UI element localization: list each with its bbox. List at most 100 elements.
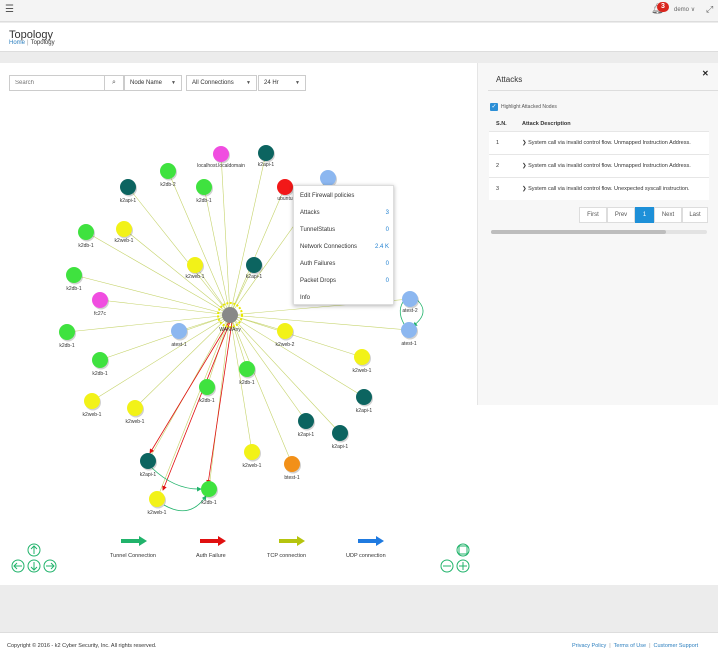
node-circle[interactable] <box>320 170 336 186</box>
topology-node[interactable]: k2db-1 <box>92 352 109 377</box>
node-circle[interactable] <box>332 425 348 441</box>
topology-node[interactable]: k2web-1 <box>126 400 145 425</box>
topology-node[interactable]: k2api-1 <box>140 453 157 478</box>
pan-right-button[interactable] <box>43 559 57 573</box>
node-circle[interactable] <box>277 179 293 195</box>
hamburger-icon[interactable]: ☰ <box>5 4 14 15</box>
pager-page-1[interactable]: 1 <box>635 207 654 223</box>
topology-node[interactable]: k2web-1 <box>148 491 167 516</box>
scrollbar-thumb[interactable] <box>491 230 666 234</box>
topology-node[interactable]: k2db-1 <box>59 324 76 349</box>
zoom-in-button[interactable] <box>456 559 470 573</box>
topology-node[interactable]: k2api-1 <box>298 413 315 438</box>
topology-node[interactable]: k2db-1 <box>199 379 216 404</box>
table-row[interactable]: 1 ❯ System call via invalid control flow… <box>489 131 709 154</box>
topology-node[interactable]: k2api-1 <box>120 179 137 204</box>
node-circle[interactable] <box>140 453 156 469</box>
fit-view-button[interactable] <box>456 543 470 557</box>
context-menu-item[interactable]: Edit Firewall policies <box>294 188 395 205</box>
connections-dropdown[interactable]: All Connections▼ <box>186 75 257 91</box>
topology-node[interactable]: k2web-1 <box>83 393 102 418</box>
topology-node[interactable]: k2db-2 <box>160 163 177 188</box>
topology-node[interactable]: atest-1 <box>171 323 188 348</box>
topology-node[interactable]: atest-2 <box>402 291 419 314</box>
node-circle[interactable] <box>277 323 293 339</box>
topology-node[interactable]: k2db-1 <box>66 267 83 292</box>
node-circle[interactable] <box>59 324 75 340</box>
pan-down-button[interactable] <box>27 559 41 573</box>
horizontal-scrollbar[interactable] <box>491 230 707 234</box>
table-row[interactable]: 2 ❯ System call via invalid control flow… <box>489 154 709 177</box>
topology-node[interactable]: k2web-1 <box>186 257 205 280</box>
terms-of-use-link[interactable]: Terms of Use <box>613 643 647 649</box>
context-menu-item[interactable]: Info <box>294 290 395 307</box>
topology-node[interactable]: k2web-1 <box>353 349 372 374</box>
node-circle[interactable] <box>116 221 132 237</box>
node-circle[interactable] <box>239 361 255 377</box>
node-circle[interactable] <box>258 145 274 161</box>
node-name-dropdown[interactable]: Node Name▼ <box>124 75 182 91</box>
node-circle[interactable] <box>213 146 229 162</box>
search-input[interactable] <box>9 75 124 91</box>
topology-node[interactable]: k2db-1 <box>239 361 256 386</box>
topology-node[interactable] <box>320 170 337 188</box>
topology-canvas[interactable]: localhost.localdomain k2api-1 k2db-2 k2db-1… <box>0 0 477 585</box>
node-circle[interactable] <box>127 400 143 416</box>
node-circle[interactable] <box>92 292 108 308</box>
hub-node-wan-any[interactable] <box>222 307 238 323</box>
close-icon[interactable]: ✕ <box>702 69 709 78</box>
node-circle[interactable] <box>402 291 418 307</box>
customer-support-link[interactable]: Customer Support <box>653 643 699 649</box>
table-row[interactable]: 3 ❯ System call via invalid control flow… <box>489 177 709 200</box>
topology-node[interactable]: ubuntu <box>277 179 294 202</box>
node-circle[interactable] <box>160 163 176 179</box>
node-circle[interactable] <box>201 481 217 497</box>
node-circle[interactable] <box>284 456 300 472</box>
topology-node[interactable]: k2db-1 <box>78 224 95 249</box>
topology-node[interactable]: k2db-1 <box>201 481 218 506</box>
privacy-policy-link[interactable]: Privacy Policy <box>572 643 607 649</box>
pager-first-button[interactable]: First <box>579 207 607 223</box>
pan-up-button[interactable] <box>27 543 41 557</box>
node-circle[interactable] <box>354 349 370 365</box>
topology-node[interactable]: k2api-1 <box>258 145 275 168</box>
topology-node[interactable]: localhost.localdomain <box>197 146 245 169</box>
node-circle[interactable] <box>187 257 203 273</box>
topology-node[interactable]: fc27c <box>92 292 109 317</box>
topology-node[interactable]: k2db-1 <box>196 179 213 204</box>
topology-node[interactable]: btest-1 <box>284 456 301 481</box>
pager-next-button[interactable]: Next <box>654 207 682 223</box>
topology-node[interactable]: k2web-2 <box>276 323 295 348</box>
expand-icon[interactable]: ⤢ <box>706 4 714 14</box>
node-circle[interactable] <box>149 491 165 507</box>
pan-left-button[interactable] <box>11 559 25 573</box>
node-circle[interactable] <box>196 179 212 195</box>
node-circle[interactable] <box>78 224 94 240</box>
pager-prev-button[interactable]: Prev <box>607 207 635 223</box>
zoom-out-button[interactable] <box>440 559 454 573</box>
node-circle[interactable] <box>66 267 82 283</box>
node-circle[interactable] <box>120 179 136 195</box>
node-circle[interactable] <box>356 389 372 405</box>
pager-last-button[interactable]: Last <box>682 207 708 223</box>
node-circle[interactable] <box>244 444 260 460</box>
node-circle[interactable] <box>92 352 108 368</box>
node-circle[interactable] <box>171 323 187 339</box>
node-circle[interactable] <box>298 413 314 429</box>
user-menu[interactable]: demo ∨ <box>674 6 695 13</box>
topology-node[interactable]: k2web-1 <box>243 444 262 469</box>
node-circle[interactable] <box>401 322 417 338</box>
topology-node[interactable]: k2web-1 <box>115 221 134 244</box>
search-icon[interactable]: ⌕ <box>104 76 123 90</box>
highlight-checkbox[interactable]: ✓ <box>490 103 498 111</box>
topology-node[interactable]: atest-1 <box>401 322 418 347</box>
topology-node[interactable]: k2api-1 <box>246 257 263 280</box>
node-circle[interactable] <box>246 257 262 273</box>
topology-node[interactable]: k2api-1 <box>332 425 349 450</box>
topology-node[interactable]: k2api-1 <box>356 389 373 414</box>
time-range-dropdown[interactable]: 24 Hr▼ <box>258 75 306 91</box>
